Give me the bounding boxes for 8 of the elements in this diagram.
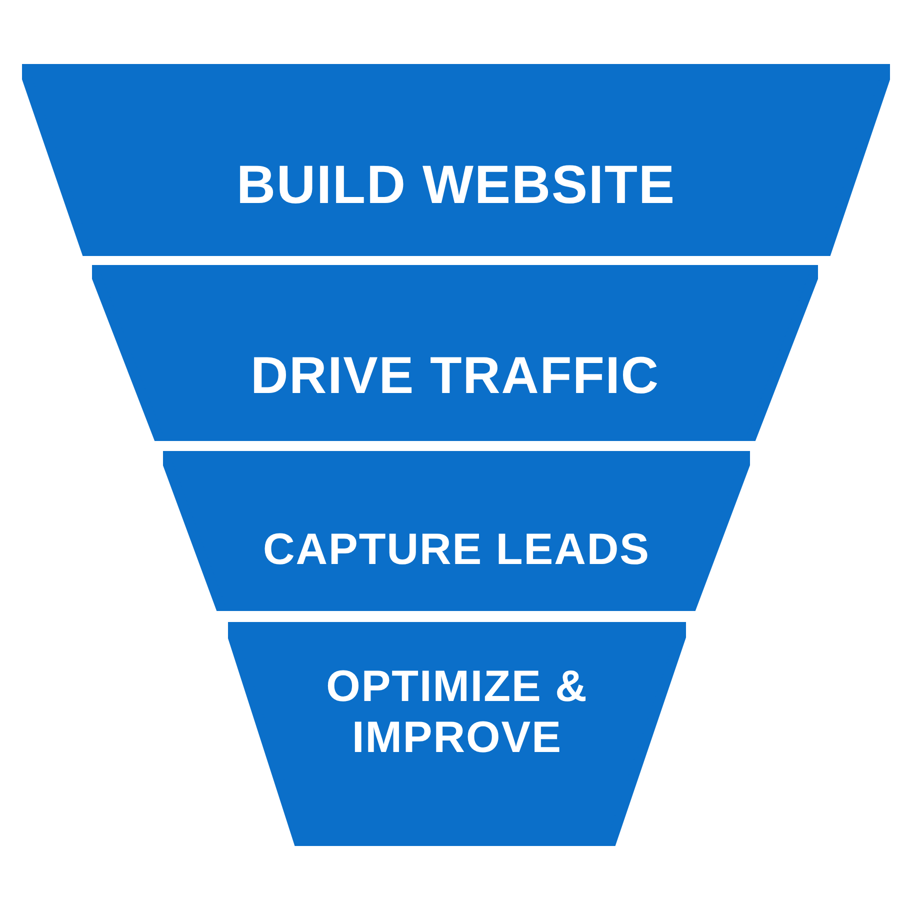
stage-label: DRIVE TRAFFIC: [250, 347, 660, 407]
stage-label: CAPTURE LEADS: [262, 525, 652, 576]
stage-label: BUILD WEBSITE: [236, 154, 676, 216]
funnel-stage: [22, 64, 890, 256]
stage-label: OPTIMIZE & IMPROVE: [325, 662, 589, 764]
funnel-stage: [163, 451, 750, 611]
funnel-stage: [228, 622, 686, 846]
funnel-stage: [92, 265, 818, 441]
